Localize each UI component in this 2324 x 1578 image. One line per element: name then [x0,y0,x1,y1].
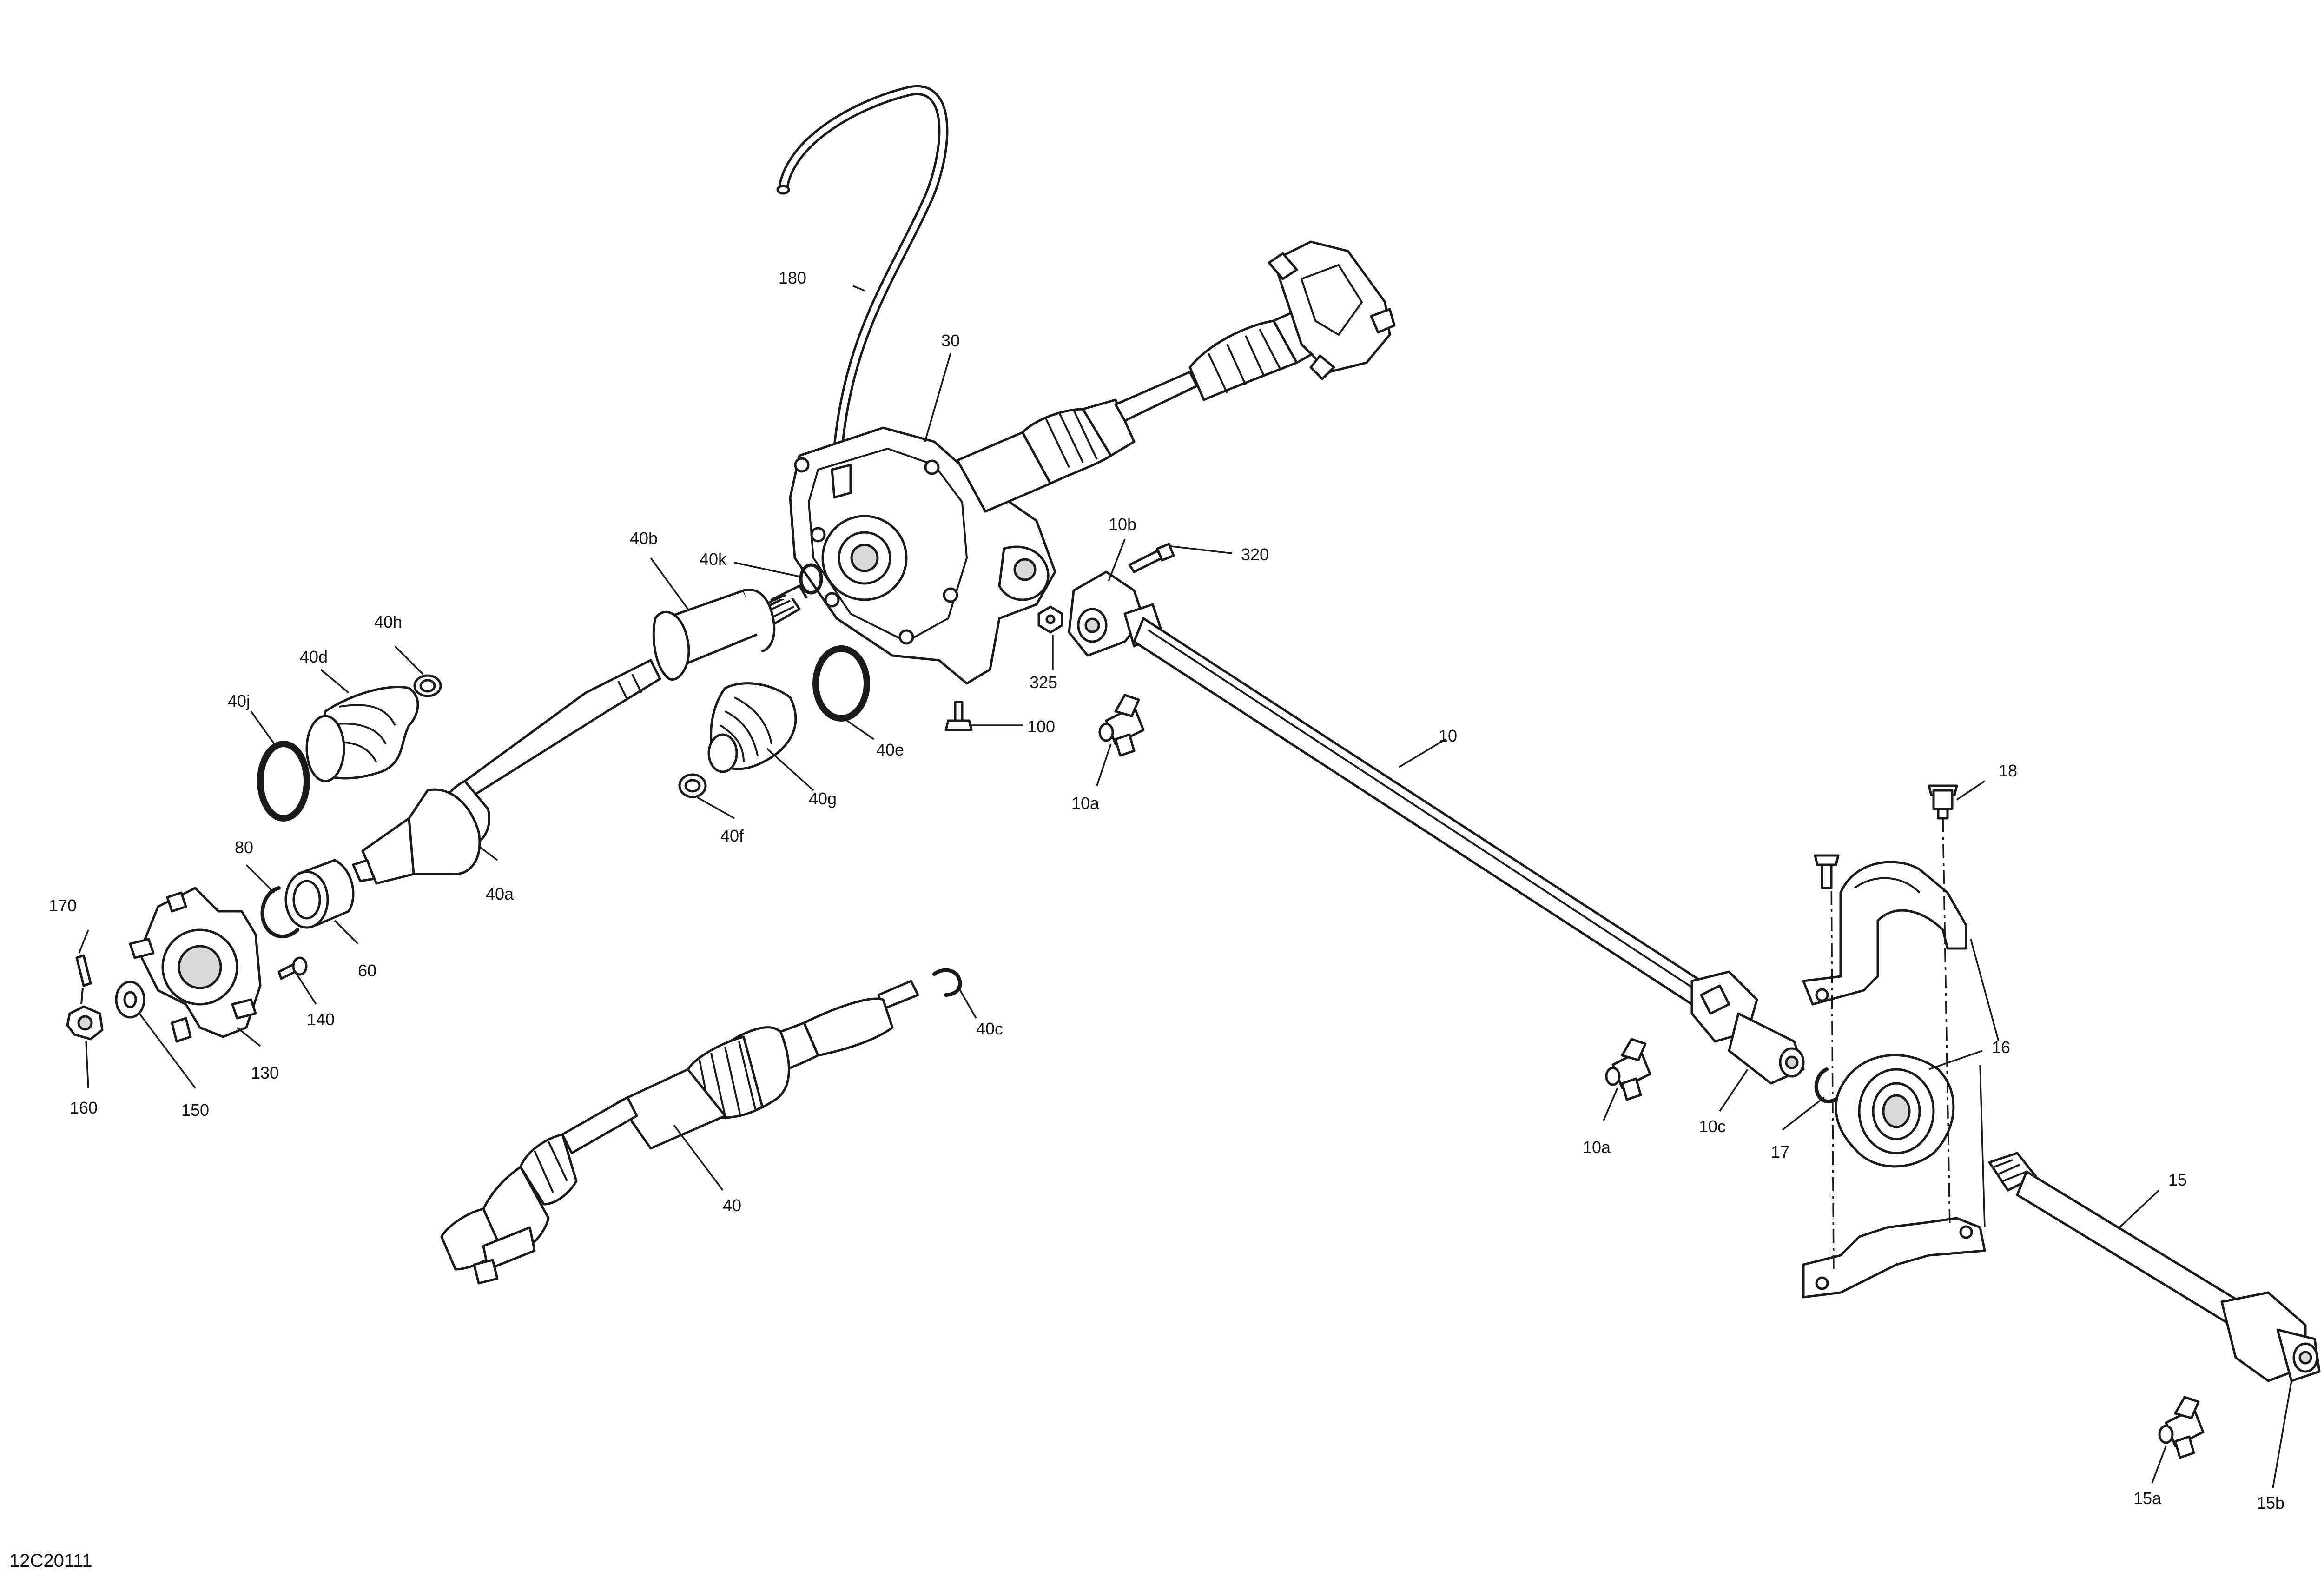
callout-17: 17 [1771,1142,1789,1161]
callout-160: 160 [70,1098,98,1117]
cotter-pin-170 [75,954,92,1005]
clamp-40f [678,773,707,798]
callout-labels: 180 30 40b 40k 10b 320 325 100 10a 10 40… [9,268,2284,1571]
circlip-80 [260,886,299,939]
callout-150: 150 [181,1101,209,1120]
centerline-right [1942,818,1951,1228]
callout-15: 15 [2168,1170,2187,1189]
leader-lines [78,285,2292,1488]
bolt-18 [1932,789,1954,810]
clamp-ring-40e [812,645,870,722]
nut-160 [66,1005,104,1041]
callout-10b: 10b [1109,515,1136,534]
callout-10: 10 [1439,726,1457,745]
callout-40: 40 [723,1196,741,1215]
clamp-ring-40j [257,741,310,822]
callout-40a: 40a [486,884,514,903]
knuckle-130 [129,887,262,1043]
callout-140: 140 [307,1010,335,1029]
callout-10c: 10c [1699,1117,1726,1136]
bolt-320 [1128,543,1175,573]
cross-10a-upper [1098,694,1145,757]
bearing-60 [284,859,355,929]
figure-reference: 12C20111 [9,1551,92,1571]
callout-40f: 40f [720,826,744,845]
clamp-40h [413,674,442,697]
cross-15a [2158,1396,2205,1459]
callout-40j: 40j [228,691,250,710]
callout-16: 16 [1992,1038,2010,1057]
callout-10a-lower: 10a [1583,1138,1611,1157]
bolt-100 [944,701,973,731]
cross-10a-lower [1605,1038,1651,1101]
callout-60: 60 [358,961,376,980]
callout-40k: 40k [700,550,727,569]
callout-40b: 40b [630,529,658,548]
callout-15a: 15a [2133,1489,2162,1508]
vent-hose-180 [776,85,949,502]
boot-40d [305,686,419,782]
driveshaft-15 [1988,1152,2321,1382]
washer-150 [115,981,145,1019]
circlip-40c [932,968,962,997]
callout-40e: 40e [876,740,904,759]
boot-40g [707,682,797,773]
callout-100: 100 [1027,717,1055,736]
axle-assembly-40 [440,980,919,1285]
callout-180: 180 [779,268,806,287]
callout-18: 18 [1999,761,2017,780]
centerline-left [1830,864,1835,1274]
axle-assembly-40a [352,563,823,885]
driveshaft-10 [1068,570,1805,1085]
callout-40h: 40h [374,612,402,631]
upper-right-axle [956,240,1396,513]
callout-40c: 40c [976,1019,1003,1038]
callout-170: 170 [49,896,77,915]
callout-130: 130 [251,1063,279,1082]
nut-325 [1037,605,1063,634]
callout-325: 325 [1030,673,1057,692]
callout-80: 80 [235,838,253,857]
callout-15b: 15b [2257,1493,2284,1512]
bolt-140 [277,956,308,980]
callout-40d: 40d [300,647,328,666]
callout-40g: 40g [809,789,837,808]
callout-30: 30 [941,331,960,350]
callout-10a-upper: 10a [1071,794,1100,813]
carrier-bearing-16 [1802,784,1986,1299]
callout-320: 320 [1241,545,1269,564]
